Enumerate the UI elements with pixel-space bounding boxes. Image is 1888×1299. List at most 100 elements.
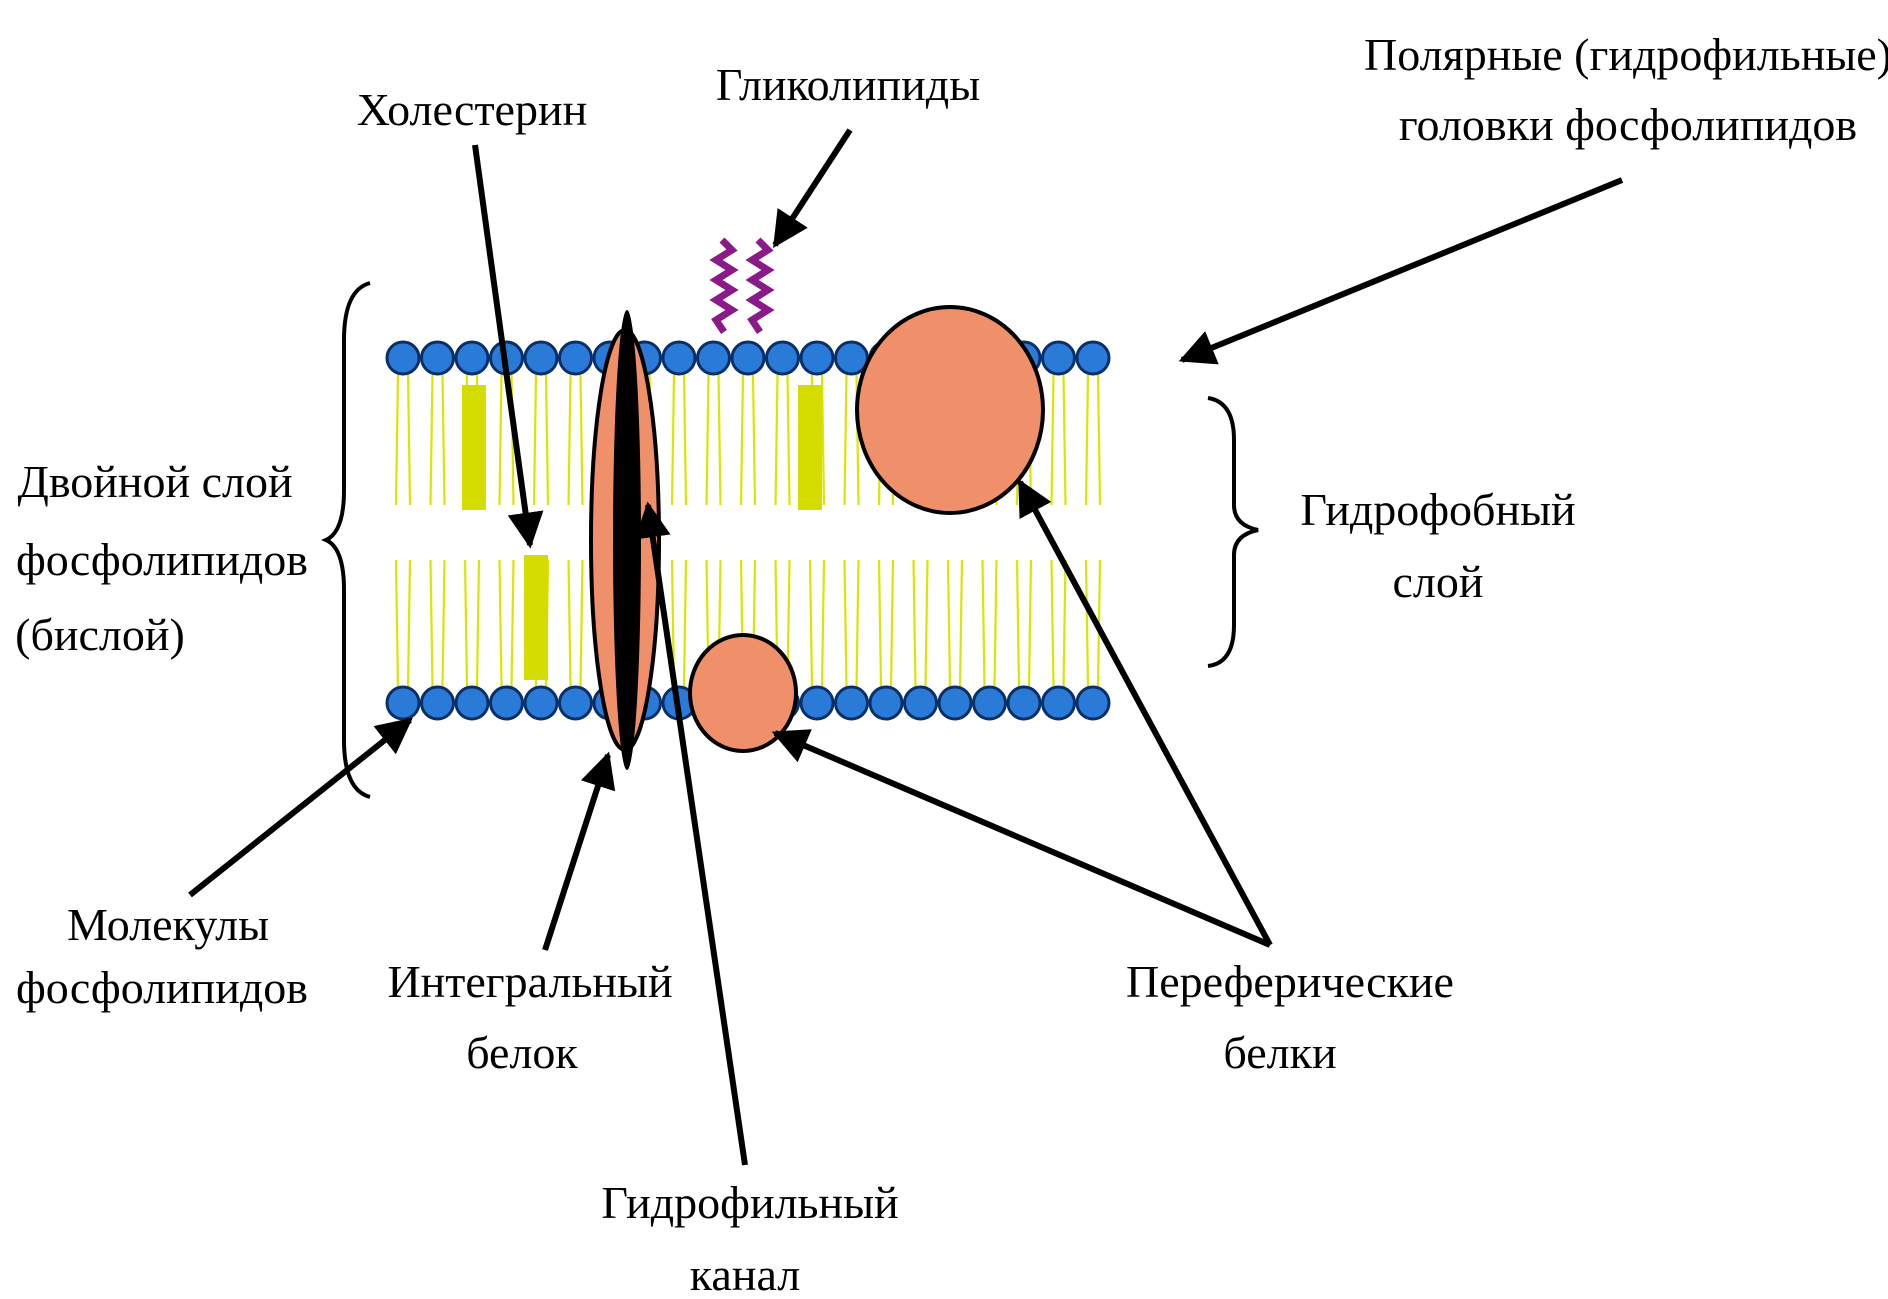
- lipid-tail: [684, 374, 686, 505]
- lipid-tail: [581, 560, 583, 687]
- arrow-peripheral-small: [775, 733, 1270, 945]
- lipid-tail: [914, 560, 916, 687]
- phospholipid-head: [422, 687, 454, 719]
- lipid-tail: [396, 374, 398, 505]
- lipid-tail: [753, 374, 755, 505]
- lipid-tail: [1017, 560, 1019, 687]
- phospholipid-head: [801, 687, 833, 719]
- lipid-tail: [477, 560, 479, 687]
- lipid-tail: [719, 374, 721, 505]
- lipid-tail: [741, 374, 743, 505]
- bilayer-brace: [326, 283, 370, 797]
- phospholipid-head: [387, 687, 419, 719]
- lipid-tail: [1064, 374, 1066, 505]
- lipid-tail: [1086, 560, 1088, 687]
- lipid-tail: [431, 560, 433, 687]
- lipid-tail: [569, 560, 571, 687]
- lipid-tail: [500, 560, 502, 687]
- label-bilayer-line2: фосфолипидов: [16, 534, 308, 585]
- integral-protein-edge: [613, 310, 641, 770]
- lipid-tail: [788, 374, 790, 505]
- phospholipid-head: [732, 342, 764, 374]
- arrow-hydrophilic-channel: [648, 505, 745, 1165]
- arrow-polar-heads: [1182, 180, 1622, 360]
- lipid-tail: [1086, 374, 1088, 505]
- lipid-tail: [546, 374, 548, 505]
- lipid-tail: [822, 560, 824, 687]
- phospholipid-head: [491, 687, 523, 719]
- lipid-tail: [857, 560, 859, 687]
- label-polar-heads-line2: головки фосфолипидов: [1399, 99, 1857, 150]
- cholesterol-block: [524, 555, 548, 680]
- lipid-tail: [443, 374, 445, 505]
- lipid-tail: [1098, 374, 1100, 505]
- lipid-tail: [960, 560, 962, 687]
- lipid-tail: [396, 560, 398, 687]
- phospholipid-head: [1077, 342, 1109, 374]
- label-glycolipids: Гликолипиды: [716, 59, 980, 110]
- phospholipid-head: [1077, 687, 1109, 719]
- lipid-tail: [1052, 560, 1054, 687]
- lipid-tail: [707, 374, 709, 505]
- lipid-tail: [408, 560, 410, 687]
- phospholipid-head: [456, 687, 488, 719]
- phospholipid-head: [974, 687, 1006, 719]
- hydrophobic-brace: [1208, 398, 1258, 666]
- label-peripheral-line1: Переферические: [1126, 956, 1454, 1007]
- label-polar-heads-line1: Полярные (гидрофильные): [1364, 29, 1888, 80]
- lipid-tail: [581, 374, 583, 505]
- lipid-tail: [534, 374, 536, 505]
- phospholipid-head: [387, 342, 419, 374]
- lipid-tail: [672, 374, 674, 505]
- peripheral-protein-large: [857, 307, 1043, 513]
- phospholipid-head: [939, 687, 971, 719]
- lipid-tail: [891, 560, 893, 687]
- phospholipid-head: [663, 342, 695, 374]
- phospholipid-head: [1043, 687, 1075, 719]
- phospholipid-head: [525, 342, 557, 374]
- pointer-arrows: [190, 130, 1622, 1165]
- label-hydrophobic-line2: слой: [1393, 556, 1484, 607]
- phospholipid-head: [1043, 342, 1075, 374]
- arrow-glycolipids: [775, 130, 850, 245]
- lipid-tail: [408, 374, 410, 505]
- phospholipid-head: [767, 342, 799, 374]
- phospholipid-head: [1008, 687, 1040, 719]
- lipid-tail: [569, 374, 571, 505]
- label-peripheral-line2: белки: [1223, 1027, 1336, 1078]
- arrow-molecules: [190, 720, 410, 895]
- phospholipid-head: [801, 342, 833, 374]
- lipid-tail: [776, 374, 778, 505]
- lipid-tail: [879, 560, 881, 687]
- lipid-tail: [443, 560, 445, 687]
- label-channel-line1: Гидрофильный: [601, 1177, 898, 1228]
- lipid-tail: [995, 560, 997, 687]
- lipid-tail: [684, 560, 686, 687]
- lipid-tail: [926, 560, 928, 687]
- lipid-tail: [1052, 374, 1054, 505]
- lipid-tail: [822, 374, 824, 505]
- cholesterol-block: [462, 385, 486, 510]
- lipid-tail: [845, 560, 847, 687]
- label-hydrophobic-line1: Гидрофобный: [1300, 484, 1575, 535]
- label-bilayer-line3: (бислой): [15, 609, 185, 660]
- phospholipid-head: [905, 687, 937, 719]
- glycolipid-chains: [716, 240, 768, 332]
- label-molecules-line1: Молекулы: [67, 899, 269, 950]
- phospholipid-head: [560, 342, 592, 374]
- label-cholesterol: Холестерин: [357, 84, 587, 135]
- glycolipid-chain: [752, 240, 768, 332]
- phospholipid-head: [836, 687, 868, 719]
- phospholipid-head: [870, 687, 902, 719]
- label-molecules-line2: фосфолипидов: [16, 962, 308, 1013]
- lipid-tail: [500, 374, 502, 505]
- lipid-tail: [512, 560, 514, 687]
- phospholipid-head: [525, 687, 557, 719]
- phospholipid-head: [560, 687, 592, 719]
- arrow-integral-protein: [545, 755, 608, 950]
- label-bilayer-line1: Двойной слой: [17, 456, 292, 507]
- glycolipid-chain: [716, 240, 732, 332]
- lipid-tail: [431, 374, 433, 505]
- label-integral-line1: Интегральный: [387, 956, 672, 1007]
